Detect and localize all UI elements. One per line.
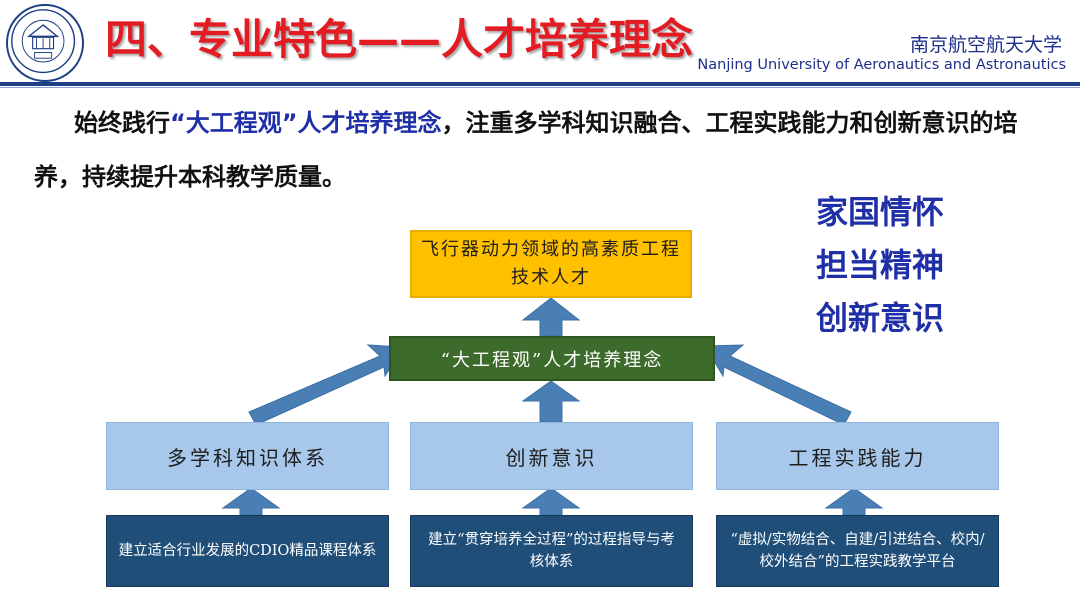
header-divider (0, 82, 1080, 86)
pillar-box: 多学科知识体系 (106, 422, 389, 490)
foundation-box: 建立适合行业发展的CDIO精品课程体系 (106, 515, 389, 587)
slide-header: 四、专业特色——人才培养理念 南京航空航天大学 Nanjing Universi… (0, 0, 1080, 82)
arrow-up-icon (824, 487, 884, 516)
foundation-box: 建立“贯穿培养全过程”的过程指导与考核体系 (410, 515, 693, 587)
value-item: 担当精神 (816, 246, 945, 284)
foundation-box: “虚拟/实物结合、自建/引进结合、校内/校外结合”的工程实践教学平台 (716, 515, 999, 587)
intro-paragraph: 始终践行“大工程观”人才培养理念，注重多学科知识融合、工程实践能力和创新意识的培… (34, 96, 1054, 204)
university-seal-icon (6, 4, 84, 82)
arrow-up-icon (221, 487, 281, 516)
core-values-list: 家国情怀 担当精神 创新意识 (816, 186, 944, 345)
university-name-cn: 南京航空航天大学 (909, 34, 1062, 56)
value-item: 家国情怀 (816, 193, 945, 231)
concept-box: “大工程观”人才培养理念 (389, 336, 715, 381)
pillar-box: 创新意识 (410, 422, 693, 490)
intro-text-end: ，注重多学科知识融合、工程实践能力和创新意识的培养，持续提升本科教学质量。 (34, 109, 1018, 191)
pillar-box: 工程实践能力 (716, 422, 999, 490)
value-item: 创新意识 (816, 299, 945, 337)
header-divider-thin (0, 87, 1080, 88)
arrow-diagonal-icon (704, 344, 852, 426)
arrow-up-icon (521, 487, 581, 516)
arrow-up-icon (521, 380, 581, 423)
goal-box: 飞行器动力领域的高素质工程技术人才 (410, 230, 692, 298)
university-name-en: Nanjing University of Aeronautics and As… (697, 57, 1066, 73)
arrow-up-icon (521, 297, 581, 337)
intro-text-start: 始终践行 (74, 109, 170, 137)
arrow-diagonal-icon (248, 344, 405, 426)
intro-highlight: “大工程观”人才培养理念 (170, 109, 442, 137)
page-title: 四、专业特色——人才培养理念 (105, 15, 694, 64)
